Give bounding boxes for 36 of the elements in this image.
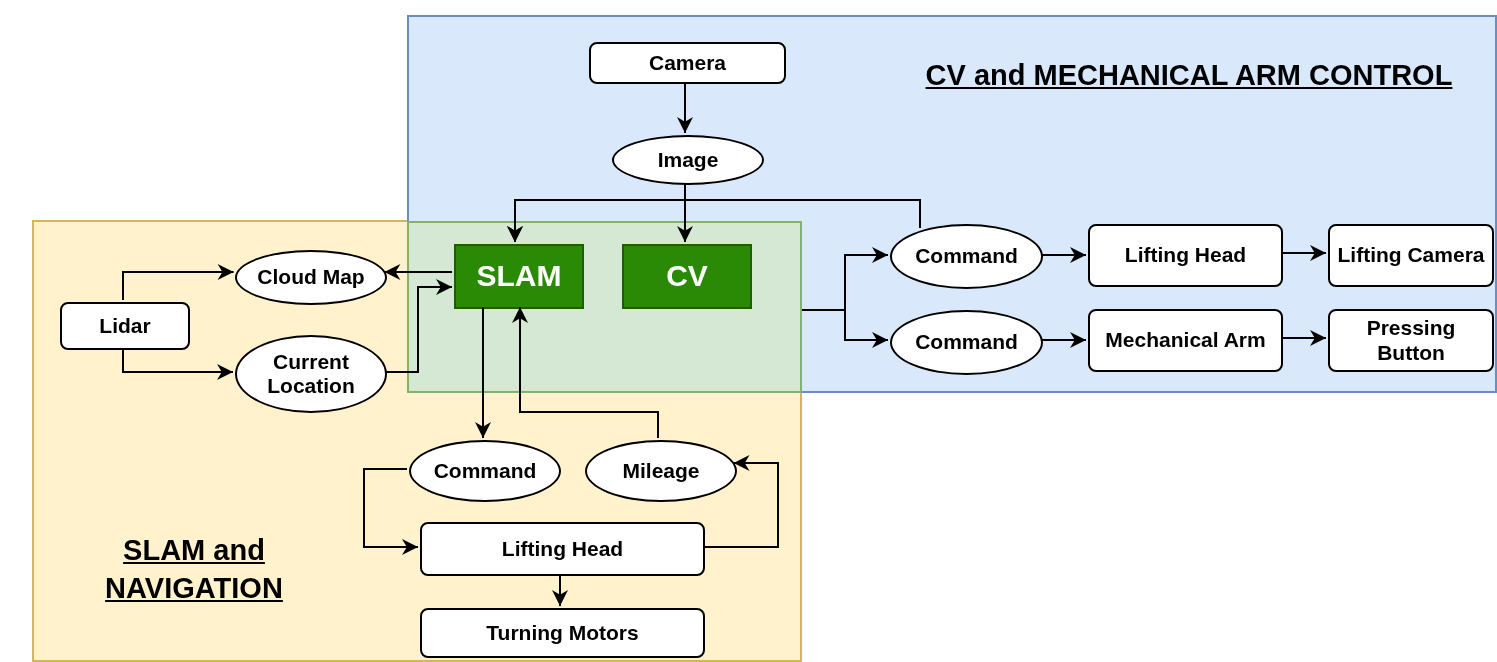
data-ellipse: Current Location [235,335,387,413]
data-ellipse: Mileage [585,440,737,502]
region-heading: CV and MECHANICAL ARM CONTROL [924,58,1454,93]
process-box: Lifting Head [420,522,705,576]
arrow [122,264,235,301]
arrow [1040,247,1087,263]
arrow [507,199,921,243]
arrow [1040,332,1087,348]
arrow [801,309,889,348]
arrow [1280,245,1327,261]
process-box: Turning Motors [420,608,705,658]
data-ellipse: Cloud Map [235,250,387,305]
process-box: Mechanical Arm [1088,309,1283,372]
arrow [702,455,779,548]
arrow [552,573,568,607]
process-box: Camera [589,42,786,84]
arrow [122,347,234,380]
data-ellipse: Command [409,440,561,502]
arrow [512,306,659,439]
module-box: CV [622,244,752,309]
arrow [384,279,453,373]
process-box: Lidar [60,302,190,350]
region-panel [407,221,802,393]
process-box: Pressing Button [1328,309,1494,372]
process-box: Lifting Head [1088,224,1283,287]
data-ellipse: Command [890,224,1043,289]
data-ellipse: Image [612,135,764,185]
data-ellipse: Command [890,310,1043,375]
region-heading: SLAM and NAVIGATION [104,533,284,606]
arrow [363,468,419,555]
arrow [475,306,491,439]
process-box: Lifting Camera [1328,224,1494,287]
arrow [1280,330,1327,346]
arrow [677,81,693,134]
arrow [383,264,453,280]
module-box: SLAM [454,244,584,309]
